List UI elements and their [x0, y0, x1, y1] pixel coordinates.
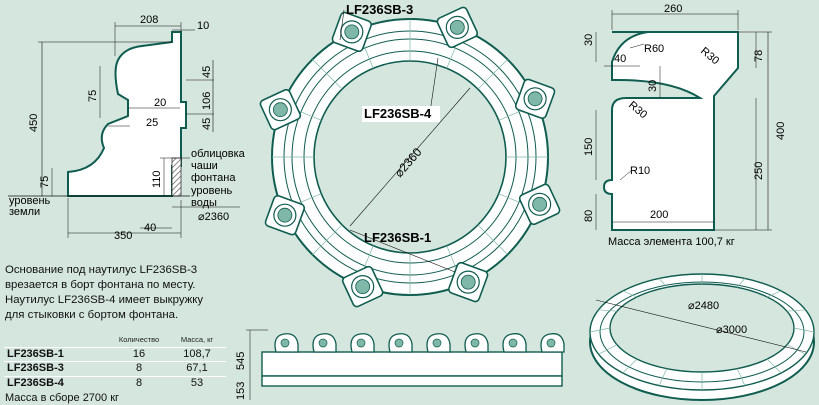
el-dim-78: 78 — [753, 50, 765, 62]
el-dim-260: 260 — [664, 3, 682, 15]
dim-width: 350 — [114, 230, 132, 242]
ring-joint — [598, 344, 618, 355]
part-qty: 16 — [132, 347, 146, 360]
segment-joint — [477, 59, 508, 90]
table-row: LF236SB-3 8 67,1 — [4, 361, 226, 377]
dim-45b: 45 — [201, 118, 213, 130]
side-nautilus-ornament — [426, 333, 451, 353]
part-qty: 8 — [135, 376, 143, 389]
note-line: врезается в борт фонтана по месту. — [5, 279, 196, 291]
spec-table: Количество Масса, кг LF236SB-1 16 108,7 … — [4, 333, 226, 390]
ring-joint — [736, 368, 746, 386]
side-nautilus-ornament — [540, 333, 565, 353]
el-dim-400: 400 — [775, 122, 787, 140]
part-name: LF236SB-3 — [7, 362, 64, 375]
profile-section: 208 10 450 75 20 25 75 45 106 45 110 обл… — [8, 14, 248, 242]
table-row: LF236SB-4 8 53 — [4, 376, 226, 390]
part-name: LF236SB-4 — [7, 376, 64, 389]
side-view: 545 153 — [235, 329, 565, 400]
element-mass: Масса элемента 100,7 кг — [608, 236, 735, 248]
nautilus-ornament — [259, 88, 302, 131]
ring-joint — [736, 278, 746, 288]
el-dim-30b: 30 — [647, 80, 659, 92]
dim-top-width: 208 — [140, 14, 158, 26]
plan-view: ⌀2360 LF236SB-3 LF236SB-4 LF236SB-1 — [259, 2, 561, 308]
segment-joint — [477, 224, 508, 255]
side-nautilus-ornament — [502, 333, 527, 353]
dim-upper: 75 — [87, 90, 99, 102]
ring-joint — [598, 309, 618, 312]
el-dim-40: 40 — [614, 53, 626, 65]
ring-outer-diameter: ⌀3000 — [716, 324, 747, 336]
segment-joint — [312, 224, 343, 255]
dim-106: 106 — [201, 92, 213, 110]
part-mass: 67,1 — [186, 362, 208, 375]
header-mass: Масса, кг — [180, 335, 214, 345]
side-dim-153: 153 — [235, 382, 247, 400]
label-ground: уровень земли — [9, 195, 53, 218]
label-cladding: облицовка чаши фонтана — [191, 148, 248, 184]
label-water: уровень воды — [191, 185, 235, 209]
ring-joint — [658, 368, 668, 386]
part-mass: 53 — [190, 376, 204, 389]
ring-joint — [658, 278, 668, 288]
part-mass: 108,7 — [183, 347, 211, 360]
ring-joint — [766, 358, 782, 374]
side-dim-545: 545 — [235, 352, 247, 370]
ring-joint — [793, 327, 815, 333]
el-r10: R10 — [630, 165, 650, 177]
side-nautilus-ornament — [388, 333, 413, 353]
nautilus-ornament — [518, 183, 561, 226]
note-line: Основание под наутилус LF236SB-3 — [5, 264, 198, 276]
side-nautilus-ornament — [350, 333, 375, 353]
dim-top-right: 10 — [197, 20, 209, 32]
side-nautilus-ornament — [274, 333, 299, 353]
nautilus-ornament — [514, 78, 556, 119]
dim-110: 110 — [151, 170, 163, 188]
nautilus-ornament — [436, 6, 479, 49]
total-mass: Масса в сборе 2700 кг — [5, 392, 120, 404]
side-nautilus-ornament — [464, 333, 489, 353]
ring-joint — [786, 309, 806, 312]
dim-height: 450 — [28, 114, 40, 132]
ring-joint — [766, 290, 782, 298]
part-name: LF236SB-1 — [7, 347, 64, 360]
plan-label-mid: LF236SB-4 — [364, 106, 432, 121]
ring-view: ⌀2480 ⌀3000 — [589, 273, 815, 401]
element-detail: 260 30 150 80 R60 R30 40 30 R30 R10 400 … — [583, 3, 787, 248]
nautilus-ornament — [264, 195, 306, 236]
note-line: Наутилус LF236SB-4 имеет выкружку — [5, 294, 204, 306]
dim-step: 20 — [154, 97, 166, 109]
el-r60: R60 — [644, 43, 664, 55]
side-nautilus-ornament — [312, 333, 337, 353]
header-quantity: Количество — [118, 335, 160, 345]
dim-base: 75 — [39, 176, 51, 188]
profile-diameter: ⌀2360 — [198, 211, 229, 223]
plan-label-low: LF236SB-1 — [364, 230, 431, 245]
part-qty: 8 — [135, 362, 143, 375]
profile-shape — [67, 31, 187, 197]
nautilus-ornament — [448, 261, 489, 303]
el-dim-80: 80 — [583, 210, 595, 222]
dim-40: 40 — [144, 222, 156, 234]
el-dim-200: 200 — [650, 209, 668, 221]
ring-joint — [622, 358, 638, 374]
ring-joint — [622, 290, 638, 298]
dim-45a: 45 — [201, 66, 213, 78]
ring-inner-diameter: ⌀2480 — [688, 300, 719, 312]
cladding-hatch — [171, 157, 182, 197]
dim-ledge: 25 — [146, 117, 158, 129]
spec-header-row: Количество Масса, кг — [4, 333, 226, 347]
table-row: LF236SB-1 16 108,7 — [4, 347, 226, 362]
el-dim-250: 250 — [753, 162, 765, 180]
installation-note: Основание под наутилус LF236SB-3 врезает… — [5, 263, 260, 323]
segment-joint — [312, 59, 343, 90]
plan-title-top: LF236SB-3 — [346, 2, 413, 17]
nautilus-ornament — [341, 265, 384, 308]
el-dim-150: 150 — [583, 138, 595, 156]
ring-joint — [589, 327, 611, 333]
el-dim-30a: 30 — [583, 34, 595, 46]
note-line: для стыковки с бортом фонтана. — [5, 309, 179, 321]
